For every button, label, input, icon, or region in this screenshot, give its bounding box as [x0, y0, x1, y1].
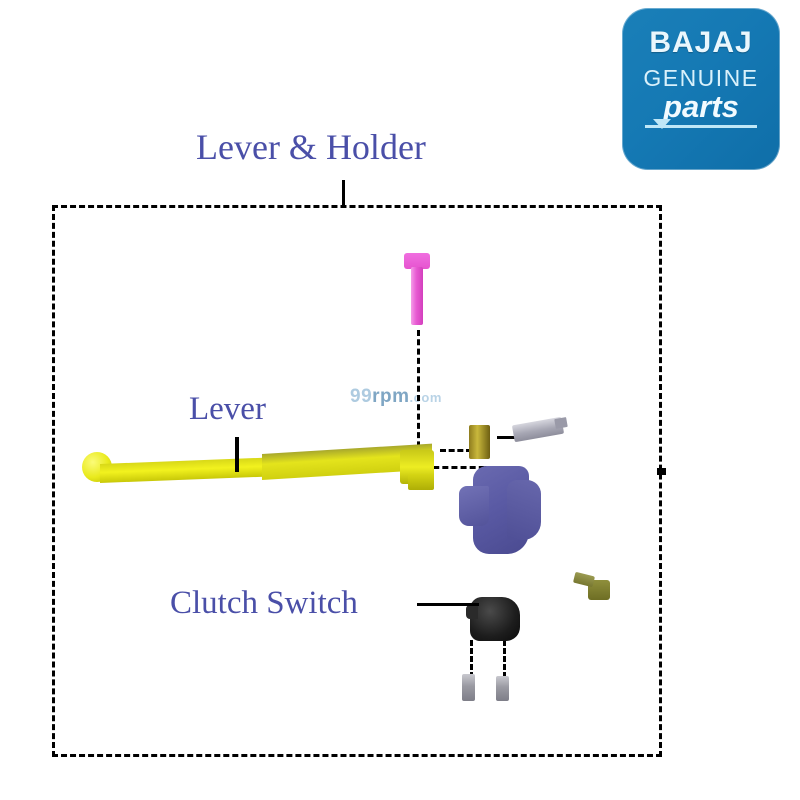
pivot-bolt-shank	[411, 267, 423, 325]
frame-right-tick-mark	[657, 468, 666, 475]
holder-body-right	[507, 480, 541, 540]
logo-genuine-text: GENUINE	[643, 65, 759, 91]
logo-underline-swoosh	[645, 119, 757, 130]
assembly-line-pivot-bolt	[417, 330, 420, 466]
watermark-part-com: .com	[409, 390, 442, 405]
assembly-line-switch-pin-left	[470, 640, 473, 678]
logo-text-block: BAJAJ GENUINE parts	[622, 26, 780, 130]
holder-body-left	[459, 486, 489, 526]
watermark-99rpm: 99rpm.com	[350, 386, 442, 408]
callout-label-clutch-switch: Clutch Switch	[170, 585, 358, 621]
part-adjuster-nut	[469, 425, 490, 459]
title-leader-line	[342, 180, 345, 207]
part-clamp-bolt	[572, 571, 610, 604]
lever-leader-line	[235, 437, 239, 472]
watermark-part-rpm: rpm	[372, 386, 410, 407]
part-pivot-bolt	[404, 253, 430, 325]
clamp-bolt-head	[588, 580, 610, 600]
clamp-bolt-shank	[572, 571, 596, 588]
assembly-line-switch-pin-right	[503, 640, 506, 678]
lever-pivot-boss-lower	[408, 474, 434, 490]
clutch-switch-leader-line	[417, 603, 479, 606]
clutch-switch-nub	[466, 605, 478, 619]
part-adjuster-rod-tip	[554, 417, 568, 429]
callout-label-lever: Lever	[189, 391, 266, 427]
bajaj-genuine-parts-logo: BAJAJ GENUINE parts	[622, 8, 780, 170]
part-switch-terminal-right	[496, 676, 509, 701]
assembly-line-lever-holder	[415, 466, 503, 469]
assembly-line-adjuster	[440, 449, 472, 452]
part-switch-terminal-left	[462, 674, 475, 701]
part-clutch-lever	[82, 443, 437, 496]
logo-brand-name: BAJAJ	[649, 26, 753, 59]
pivot-bolt-head	[404, 253, 430, 269]
part-lever-holder	[459, 466, 547, 559]
parts-diagram-frame	[52, 205, 662, 757]
assembly-line-rod	[497, 436, 519, 439]
page-title: Lever & Holder	[196, 127, 426, 167]
logo-parts-text: parts	[663, 88, 739, 124]
watermark-part-99: 99	[350, 386, 373, 407]
